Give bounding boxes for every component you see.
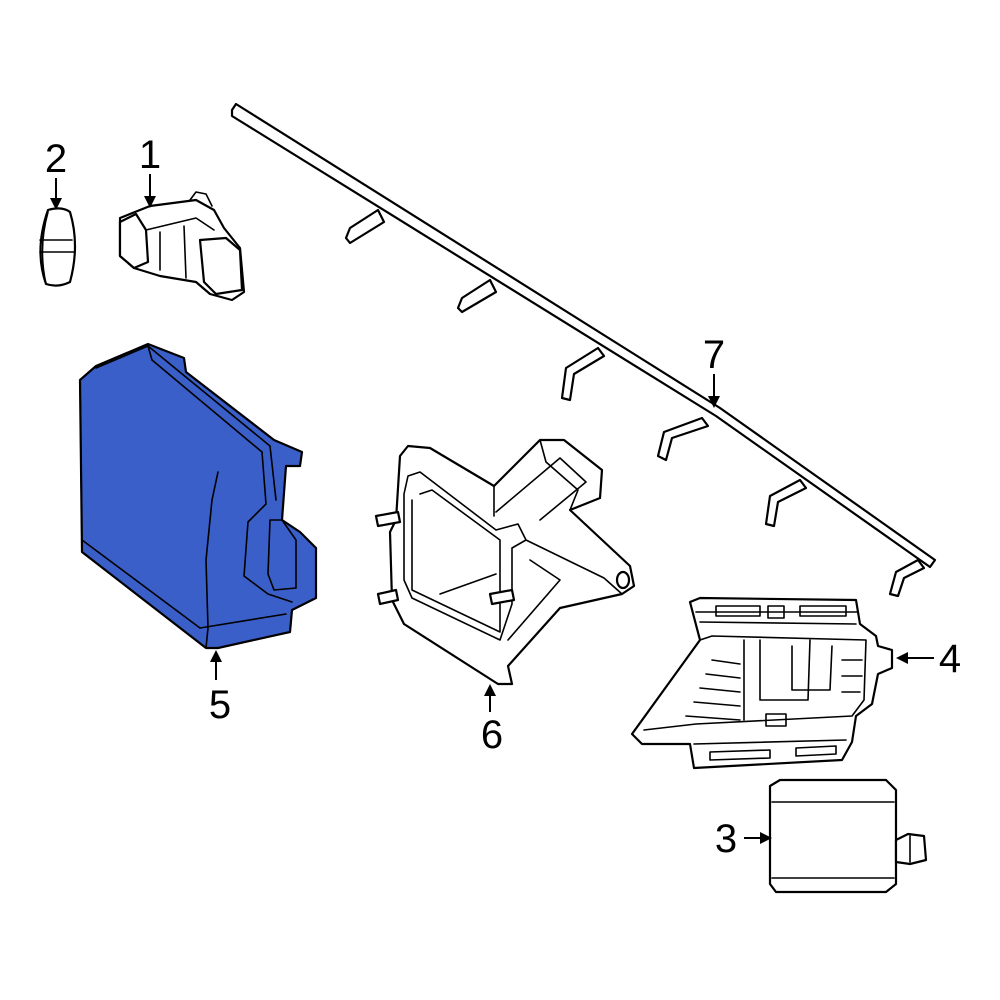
- callout-4: 4: [939, 637, 961, 681]
- callout-2: 2: [45, 137, 67, 181]
- callout-5: 5: [209, 683, 231, 727]
- leader-2: [50, 178, 62, 210]
- callout-1: 1: [139, 133, 161, 177]
- callout-7: 7: [703, 333, 725, 377]
- callout-6: 6: [481, 713, 503, 757]
- part-7-wiring-harness[interactable]: [230, 102, 937, 598]
- leader-6: [484, 684, 496, 712]
- leader-5: [210, 650, 222, 680]
- part-1-parking-sensor[interactable]: [118, 191, 246, 302]
- part-3-sensor-module[interactable]: [768, 778, 928, 894]
- module-body-fill: [78, 342, 318, 650]
- leader-3: [744, 832, 772, 844]
- part-5-control-module[interactable]: [78, 342, 318, 650]
- part-2-sensor-cap[interactable]: [39, 207, 77, 287]
- leader-4: [896, 652, 934, 664]
- part-6-mounting-bracket[interactable]: [374, 438, 636, 686]
- part-4-sensor-housing[interactable]: [630, 596, 894, 770]
- leader-1: [144, 174, 156, 208]
- callout-3: 3: [715, 817, 737, 861]
- leader-7: [708, 374, 720, 408]
